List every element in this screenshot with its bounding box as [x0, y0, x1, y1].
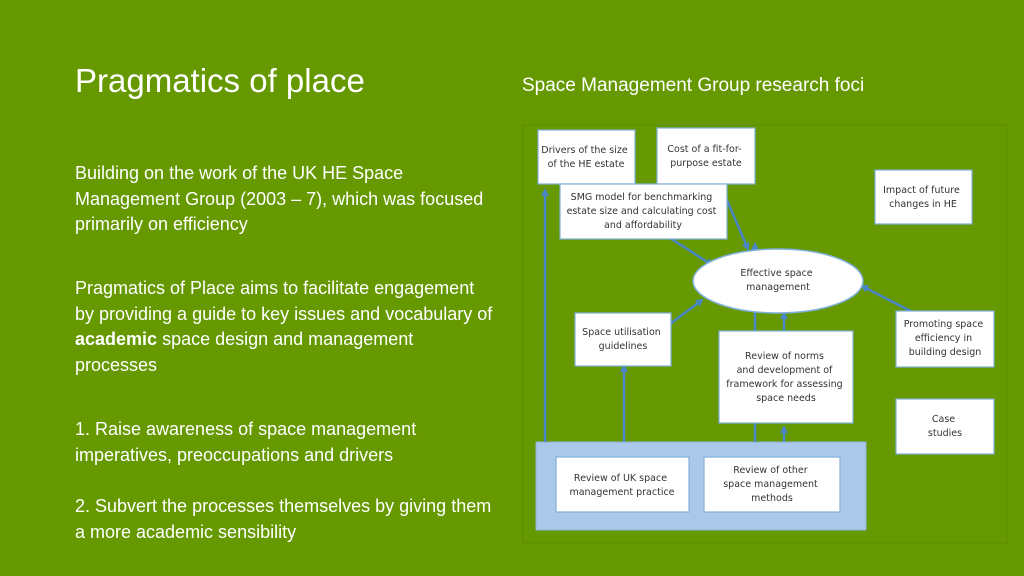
review-other-line-1: Review of other	[733, 465, 807, 476]
smg-line-3: and affordability	[604, 220, 682, 231]
review-uk-line-2: management practice	[569, 487, 674, 498]
norms-line-3: framework for assessing	[726, 379, 842, 390]
promoting-line-3: building design	[909, 347, 982, 358]
drivers-line-2: of the HE estate	[548, 159, 625, 170]
smg-model-label: SMG model for benchmarking estate size a…	[567, 192, 720, 231]
review-other-node	[703, 456, 841, 513]
promoting-node	[895, 310, 995, 368]
review-other-line-2: space management	[723, 479, 818, 490]
review-uk-label: Review of UK space management practice	[569, 473, 674, 498]
aims-emphasis: academic	[75, 329, 158, 349]
point-1: 1. Raise awareness of space management i…	[75, 419, 417, 465]
arrow-utilisation-to-effective	[669, 298, 704, 325]
impact-line-2: changes in HE	[889, 199, 957, 210]
diagram-caption: Space Management Group research foci	[522, 75, 865, 96]
aims-paragraph: Pragmatics of Place aims to facilitate e…	[75, 276, 495, 378]
utilisation-node	[574, 312, 672, 367]
intro-paragraph: Building on the work of the UK HE Space …	[75, 163, 484, 234]
cost-line-2: purpose estate	[670, 158, 742, 169]
promoting-line-1: Promoting space	[904, 319, 984, 330]
cost-label: Cost of a fit-for- purpose estate	[667, 144, 744, 169]
review-other-line-3: methods	[751, 493, 793, 504]
review-norms-node	[718, 330, 854, 424]
case-studies-label: Case studies	[928, 414, 962, 439]
page-title: Pragmatics of place	[75, 62, 365, 99]
point-2: 2. Subvert the processes themselves by g…	[75, 496, 492, 542]
review-uk-node	[555, 456, 690, 513]
case-studies-node	[895, 398, 995, 455]
smg-line-2: estate size and calculating cost	[567, 206, 717, 217]
impact-node	[874, 169, 973, 225]
norms-line-1: Review of norms	[745, 351, 824, 362]
drivers-node	[537, 129, 636, 185]
utilisation-line-2: guidelines	[599, 341, 648, 352]
smg-line-1: SMG model for benchmarking	[571, 192, 713, 203]
aims-text-before: Pragmatics of Place aims to facilitate e…	[75, 278, 493, 324]
promoting-label: Promoting space efficiency in building d…	[904, 319, 986, 358]
aims-text-after: space design and management processes	[75, 329, 414, 375]
norms-line-2: and development of	[737, 365, 833, 376]
effective-line-2: management	[746, 282, 810, 293]
effective-space-management-node	[692, 248, 864, 314]
case-line-1: Case	[932, 414, 955, 425]
cost-node	[656, 127, 756, 185]
impact-label: Impact of future changes in HE	[883, 185, 963, 210]
review-norms-label: Review of norms and development of frame…	[726, 351, 845, 404]
case-line-2: studies	[928, 428, 962, 439]
review-uk-line-1: Review of UK space	[574, 473, 667, 484]
research-foci-diagram: Effective space management Drivers of th…	[522, 124, 1008, 544]
utilisation-label: Space utilisation guidelines	[582, 327, 664, 352]
effective-line-1: Effective space	[740, 268, 812, 279]
norms-line-4: space needs	[756, 393, 816, 404]
cost-line-1: Cost of a fit-for-	[667, 144, 741, 155]
impact-line-1: Impact of future	[883, 185, 960, 196]
drivers-label: Drivers of the size of the HE estate	[541, 145, 630, 170]
promoting-line-2: efficiency in	[915, 333, 972, 344]
review-other-label: Review of other space management methods	[723, 465, 821, 504]
utilisation-line-1: Space utilisation	[582, 327, 661, 338]
drivers-line-1: Drivers of the size	[541, 145, 628, 156]
effective-space-management-label: Effective space management	[740, 268, 815, 293]
smg-model-node	[559, 183, 728, 240]
